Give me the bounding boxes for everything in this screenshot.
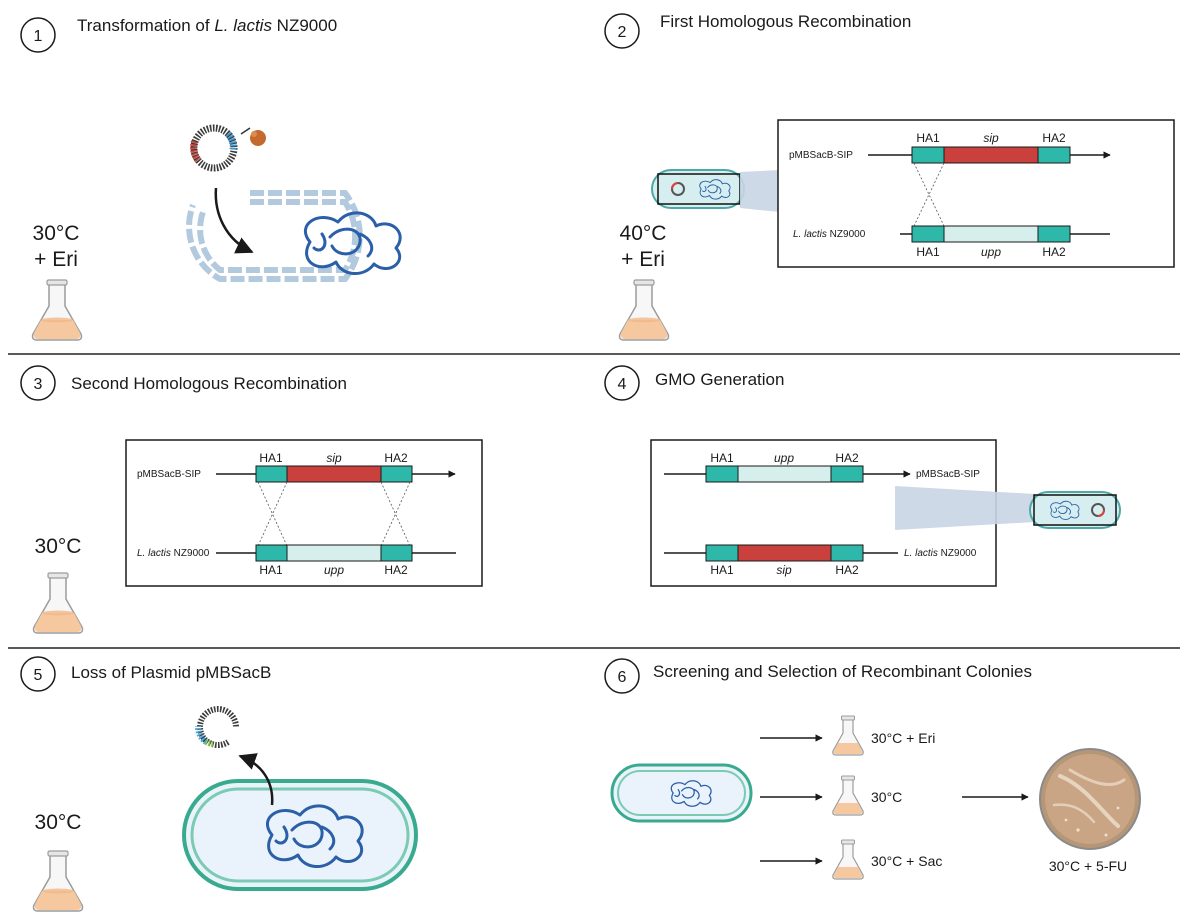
condition-temperature: 40°C (620, 222, 667, 245)
plasmid-label: pMBSacB-SIP (137, 469, 201, 480)
step-5-panel: 5 Loss of Plasmid pMBSacB 30°C (20, 656, 418, 912)
step-3-panel: 3 Second Homologous Recombination 30°C p… (20, 365, 483, 634)
svg-text:HA1: HA1 (710, 563, 734, 577)
cell-with-plasmid-icon (651, 169, 745, 209)
condition-antibiotic: + Eri (34, 248, 78, 271)
svg-text:HA1: HA1 (259, 563, 283, 577)
svg-text:upp: upp (981, 245, 1001, 259)
svg-text:HA2: HA2 (1042, 245, 1066, 259)
flask-icon (618, 279, 670, 341)
screen-label: 30°C + Eri (871, 730, 935, 746)
step-2-panel: 2 First Homologous Recombination 40°C + … (604, 12, 1175, 341)
step-number: 3 (34, 376, 43, 393)
svg-text:HA2: HA2 (1042, 131, 1066, 145)
plate-label: 30°C + 5-FU (1049, 858, 1127, 874)
strain-label: L. lactis NZ9000 (793, 229, 866, 240)
condition-temperature: 30°C (35, 811, 82, 834)
svg-text:HA2: HA2 (384, 451, 408, 465)
step-title: First Homologous Recombination (660, 12, 911, 31)
cell-membrane-dashed (186, 190, 363, 282)
screen-label: 30°C + Sac (871, 853, 942, 869)
condition-temperature: 30°C (35, 535, 82, 558)
entry-arrow (214, 187, 254, 254)
zoom-cone (895, 486, 1035, 530)
step-title: Screening and Selection of Recombinant C… (653, 662, 1032, 681)
flask-icon (32, 572, 84, 634)
condition-temperature: 30°C (33, 222, 80, 245)
step-title: GMO Generation (655, 370, 784, 389)
svg-text:sip: sip (326, 451, 342, 465)
step-number: 5 (34, 667, 43, 684)
step-6-panel: 6 Screening and Selection of Recombinant… (604, 658, 1141, 880)
plasmid-icon (190, 124, 238, 172)
flask-icon (31, 279, 83, 341)
step-title: Second Homologous Recombination (71, 374, 347, 393)
ha1-block (911, 146, 945, 164)
svg-text:HA1: HA1 (916, 245, 940, 259)
ha2-block (1037, 146, 1071, 164)
flask-icon (832, 715, 864, 756)
svg-text:HA1: HA1 (916, 131, 940, 145)
svg-text:HA2: HA2 (835, 563, 859, 577)
step-title: Transformation of L. lactis NZ9000 (77, 16, 337, 35)
recombinant-cell-icon (610, 763, 753, 823)
svg-text:sip: sip (776, 563, 792, 577)
agar-plate-icon (1039, 748, 1141, 850)
screen-label: 30°C (871, 789, 902, 805)
flask-icon (832, 775, 864, 816)
svg-text:HA1: HA1 (259, 451, 283, 465)
sip-block (943, 146, 1039, 164)
step-title: Loss of Plasmid pMBSacB (71, 663, 271, 682)
protein-icon (240, 127, 266, 146)
recombination-detail-box (777, 119, 1175, 268)
step-number: 6 (618, 669, 627, 686)
step-4-panel: 4 GMO Generation HA1 upp HA2 pMBSacB-SIP… (604, 365, 1121, 587)
svg-text:upp: upp (774, 451, 794, 465)
flask-icon (832, 839, 864, 880)
step-number: 2 (618, 24, 627, 41)
strain-label: L. lactis NZ9000 (137, 548, 210, 559)
step-number: 4 (618, 376, 627, 393)
cell-with-plasmid-icon (1029, 491, 1121, 529)
step-number: 1 (34, 28, 43, 45)
recombination-detail-box (125, 439, 483, 587)
plasmid-label: pMBSacB-SIP (789, 150, 853, 161)
condition-antibiotic: + Eri (621, 248, 665, 271)
svg-text:HA1: HA1 (710, 451, 734, 465)
strain-label: L. lactis NZ9000 (904, 548, 977, 559)
svg-text:sip: sip (983, 131, 999, 145)
svg-text:upp: upp (324, 563, 344, 577)
step-1-panel: 1 Transformation of L. lactis NZ9000 30°… (20, 16, 402, 341)
upp-block (943, 225, 1039, 243)
plasmid-label: pMBSacB-SIP (916, 469, 980, 480)
flask-icon (32, 850, 84, 912)
svg-text:HA2: HA2 (835, 451, 859, 465)
svg-text:HA2: HA2 (384, 563, 408, 577)
exit-arrow (238, 753, 274, 806)
plasmid-icon (195, 706, 239, 749)
